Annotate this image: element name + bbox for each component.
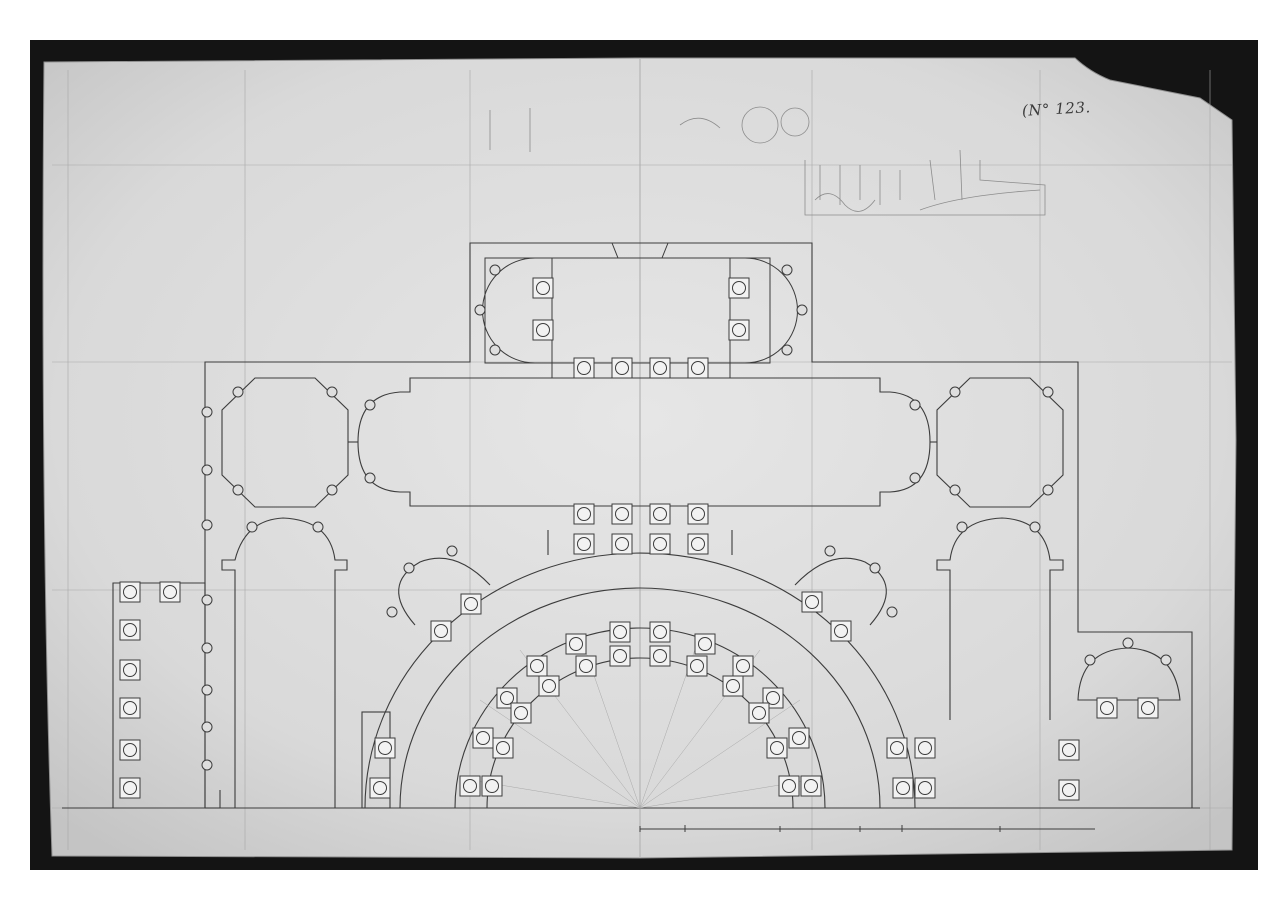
- column-43: [748, 702, 770, 724]
- column-39: [722, 675, 744, 697]
- column-14: [611, 533, 633, 555]
- column-32: [649, 621, 671, 643]
- column-51: [800, 775, 822, 797]
- column-20: [119, 659, 141, 681]
- column-55: [914, 737, 936, 759]
- column-6: [611, 357, 633, 379]
- column-48: [459, 775, 481, 797]
- sheet-inscription: (N° 123.: [1021, 98, 1092, 120]
- column-36: [526, 655, 548, 677]
- central-nave: [357, 377, 931, 507]
- column-22: [119, 739, 141, 761]
- column-16: [687, 533, 709, 555]
- column-21: [119, 697, 141, 719]
- column-17: [119, 581, 141, 603]
- column-44: [472, 727, 494, 749]
- half-columns: [201, 264, 1172, 771]
- column-30: [609, 621, 631, 643]
- column-2: [532, 319, 554, 341]
- flanking-apses: [398, 557, 887, 626]
- column-34: [694, 633, 716, 655]
- column-47: [766, 737, 788, 759]
- column-23: [119, 777, 141, 799]
- column-37: [538, 675, 560, 697]
- column-59: [1058, 779, 1080, 801]
- scale-bar: [639, 825, 1095, 832]
- column-7: [649, 357, 671, 379]
- column-54: [886, 737, 908, 759]
- column-49: [481, 775, 503, 797]
- column-12: [687, 503, 709, 525]
- column-41: [510, 702, 532, 724]
- column-19: [119, 619, 141, 641]
- column-10: [611, 503, 633, 525]
- column-45: [492, 737, 514, 759]
- column-60: [1096, 697, 1118, 719]
- column-26: [801, 591, 823, 613]
- column-58: [1058, 739, 1080, 761]
- column-33: [649, 645, 671, 667]
- column-61: [1137, 697, 1159, 719]
- column-38: [732, 655, 754, 677]
- column-52: [374, 737, 396, 759]
- octagon-chapels: [221, 377, 1064, 508]
- column-50: [778, 775, 800, 797]
- column-53: [369, 777, 391, 799]
- column-46: [788, 727, 810, 749]
- column-18: [159, 581, 181, 603]
- column-5: [573, 357, 595, 379]
- column-25: [430, 620, 452, 642]
- column-4: [728, 319, 750, 341]
- column-24: [460, 593, 482, 615]
- column-57: [914, 777, 936, 799]
- column-15: [649, 533, 671, 555]
- column-1: [532, 277, 554, 299]
- column-13: [573, 533, 595, 555]
- column-56: [892, 777, 914, 799]
- column-9: [573, 503, 595, 525]
- pencil-sketch-upper: [489, 106, 1046, 216]
- column-31: [609, 645, 631, 667]
- column-27: [830, 620, 852, 642]
- column-28: [565, 633, 587, 655]
- column-group: [119, 277, 1159, 801]
- column-11: [649, 503, 671, 525]
- column-29: [575, 655, 597, 677]
- column-8: [687, 357, 709, 379]
- column-35: [686, 655, 708, 677]
- column-3: [728, 277, 750, 299]
